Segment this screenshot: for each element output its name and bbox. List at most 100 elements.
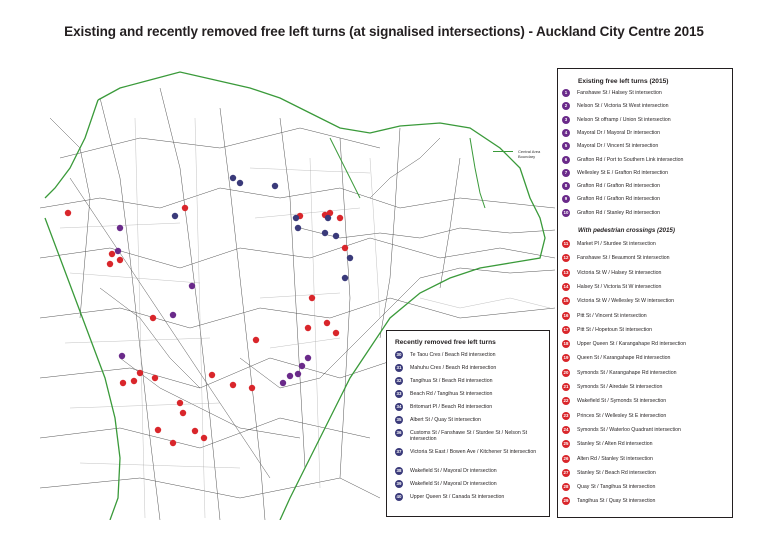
removed-turn-marker[interactable]	[292, 214, 300, 222]
pedestrian-turn-marker[interactable]	[200, 434, 208, 442]
existing-turn-marker[interactable]	[118, 352, 126, 360]
legend-marker: 7	[562, 168, 570, 177]
legend-marker: 16	[562, 311, 570, 320]
legend-label: Pitt St / Vincent St intersection	[577, 312, 647, 319]
pedestrian-turn-marker[interactable]	[323, 319, 331, 327]
existing-turn-marker[interactable]	[304, 354, 312, 362]
legend-label: Grafton Rd / Grafton Rd intersection	[577, 183, 661, 190]
existing-turn-marker[interactable]	[188, 282, 196, 290]
legend-label: Tangihua St / Beach Rd intersection	[410, 378, 493, 384]
pedestrian-turn-marker[interactable]	[181, 204, 189, 212]
pedestrian-turn-marker[interactable]	[229, 381, 237, 389]
pedestrian-turn-marker[interactable]	[179, 409, 187, 417]
pedestrian-turn-marker[interactable]	[149, 314, 157, 322]
legend-marker: 25	[562, 440, 570, 449]
legend-item: 8 Grafton Rd / Grafton Rd intersection	[562, 182, 712, 191]
legend-label: Symonds St / Waterloo Quadrant intersect…	[577, 426, 681, 433]
removed-turn-marker[interactable]	[332, 232, 340, 240]
removed-turn-marker[interactable]	[236, 179, 244, 187]
legend-marker: 17	[562, 325, 570, 334]
legend-marker: 8	[562, 182, 570, 191]
legend-label: Fanshawe St / Beaumont St intersection	[577, 255, 670, 262]
central-area-boundary	[44, 71, 546, 520]
existing-turn-marker[interactable]	[298, 362, 306, 370]
removed-turn-marker[interactable]	[229, 174, 237, 182]
pedestrian-turn-marker[interactable]	[154, 426, 162, 434]
legend-label: Beach Rd / Tangihua St intersection	[410, 391, 493, 397]
legend-item: 39 Wakefield St / Mayoral Dr intersection	[395, 480, 540, 488]
existing-turn-marker[interactable]	[294, 370, 302, 378]
pedestrian-turn-marker[interactable]	[106, 260, 114, 268]
legend-label: Wakefield St / Mayoral Dr intersection	[410, 481, 497, 487]
legend-label: Victoria St East / Bowen Ave / Kitchener…	[410, 449, 537, 455]
pedestrian-turn-marker[interactable]	[252, 336, 260, 344]
existing-turn-marker[interactable]	[114, 247, 122, 255]
pedestrian-turn-marker[interactable]	[116, 256, 124, 264]
legend-label: Customs St / Fanshawe St / Sturdee St / …	[410, 430, 528, 443]
pedestrian-turn-marker[interactable]	[336, 214, 344, 222]
pedestrian-turn-marker[interactable]	[136, 369, 144, 377]
pedestrian-turn-marker[interactable]	[130, 377, 138, 385]
legend-item: 19 Queen St / Karangahape Rd intersection	[562, 354, 712, 363]
legend-label: Grafton Rd / Port to Southern Link inter…	[577, 156, 684, 163]
legend-label: Alten Rd / Stanley St intersection	[577, 455, 653, 462]
pedestrian-turn-marker[interactable]	[64, 209, 72, 217]
legend-label: Upper Queen St / Canada St intersection	[410, 494, 505, 500]
legend-label: Nelson St offramp / Union St intersectio…	[577, 116, 671, 123]
pedestrian-turn-marker[interactable]	[176, 399, 184, 407]
removed-turn-marker[interactable]	[294, 224, 302, 232]
pedestrian-turn-marker[interactable]	[119, 379, 127, 387]
pedestrian-turn-marker[interactable]	[341, 244, 349, 252]
legend-label: Pitt St / Hopetoun St intersection	[577, 326, 652, 333]
pedestrian-turn-marker[interactable]	[108, 250, 116, 258]
pedestrian-turn-marker[interactable]	[191, 427, 199, 435]
pedestrian-turn-marker[interactable]	[332, 329, 340, 337]
legend-label: Fanshawe St / Halsey St intersection	[577, 90, 662, 96]
legend-label: Queen St / Karangahape Rd intersection	[577, 355, 671, 362]
removed-turn-marker[interactable]	[324, 214, 332, 222]
existing-turn-marker[interactable]	[279, 379, 287, 387]
pedestrian-turn-marker[interactable]	[208, 371, 216, 379]
removed-heading: Recently removed free left turns	[395, 339, 496, 346]
removed-turn-marker[interactable]	[341, 274, 349, 282]
removed-turn-marker[interactable]	[271, 182, 279, 190]
legend-marker: 19	[562, 354, 570, 363]
pedestrian-turn-marker[interactable]	[326, 209, 334, 217]
legend-label: Britomart Pl / Beach Rd intersection	[410, 404, 493, 410]
existing-turn-marker[interactable]	[169, 311, 177, 319]
pedestrian-turn-marker[interactable]	[304, 324, 312, 332]
pedestrian-turn-marker[interactable]	[248, 384, 256, 392]
removed-turn-marker[interactable]	[171, 212, 179, 220]
legend-marker: 38	[395, 467, 403, 475]
existing-turn-marker[interactable]	[286, 372, 294, 380]
legend-label: Halsey St / Victoria St W intersection	[577, 283, 662, 290]
legend-marker: 13	[562, 268, 570, 277]
legend-label: Symonds St / Airedale St intersection	[577, 384, 663, 390]
removed-turn-marker[interactable]	[321, 229, 329, 237]
city-map[interactable]: Central Area Boundary	[40, 58, 555, 520]
pedestrian-turn-marker[interactable]	[151, 374, 159, 382]
street-map	[40, 71, 555, 520]
removed-turn-marker[interactable]	[346, 254, 354, 262]
boundary-legend-label: Central Area Boundary	[518, 149, 541, 159]
pedestrian-turn-marker[interactable]	[169, 439, 177, 447]
legend-label: Te Taou Cres / Beach Rd intersection	[410, 352, 496, 358]
legend-label: Quay St / Tangihua St intersection	[577, 484, 656, 491]
pedestrian-turn-marker[interactable]	[308, 294, 316, 302]
existing-turn-marker[interactable]	[116, 224, 124, 232]
legend-marker: 14	[562, 282, 570, 291]
legend-marker: 39	[395, 480, 403, 488]
legend-label: Stanley St / Beach Rd intersection	[577, 469, 656, 476]
legend-marker: 2	[562, 102, 570, 111]
